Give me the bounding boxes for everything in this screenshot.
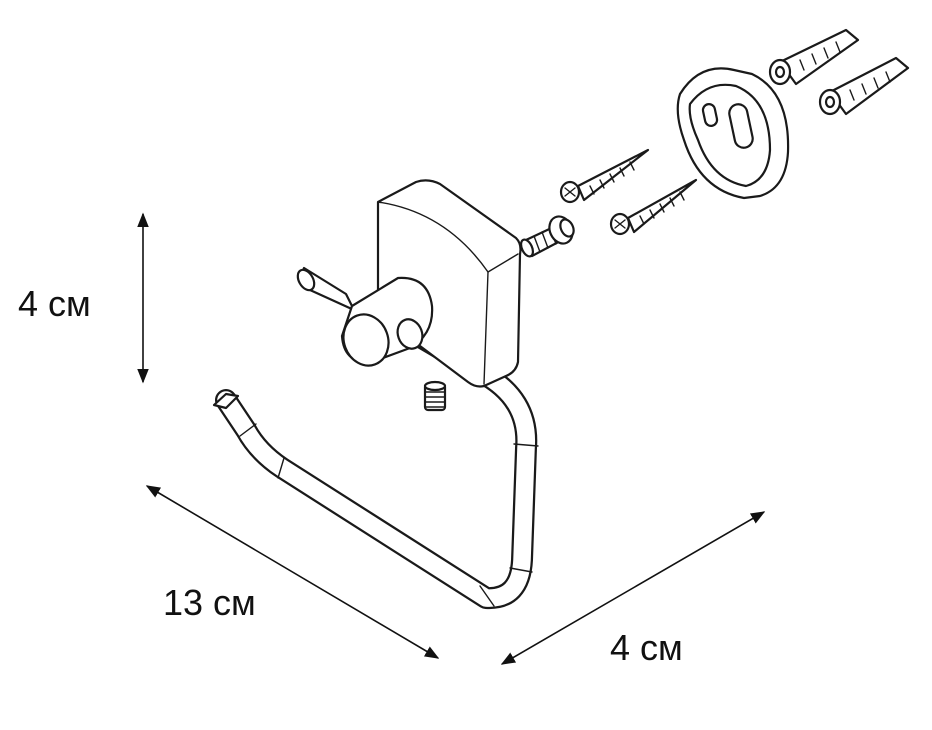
width-dimension-arrow bbox=[145, 485, 440, 659]
wood-screw-upper bbox=[559, 148, 650, 204]
wall-plug-lower bbox=[818, 56, 910, 116]
width-dimension-label: 13 см bbox=[163, 582, 256, 623]
grub-screw bbox=[423, 380, 447, 412]
depth-dimension-label: 4 см bbox=[610, 627, 683, 668]
depth-dimension-arrow bbox=[500, 511, 766, 665]
arm-joint bbox=[296, 266, 434, 367]
height-dimension-label: 4 см bbox=[18, 283, 91, 324]
mounting-bolt bbox=[519, 215, 575, 258]
wall-plug-upper bbox=[768, 28, 860, 86]
holder-arm bbox=[212, 317, 539, 610]
mounting-plate bbox=[676, 67, 790, 200]
wood-screw-lower bbox=[609, 178, 698, 236]
